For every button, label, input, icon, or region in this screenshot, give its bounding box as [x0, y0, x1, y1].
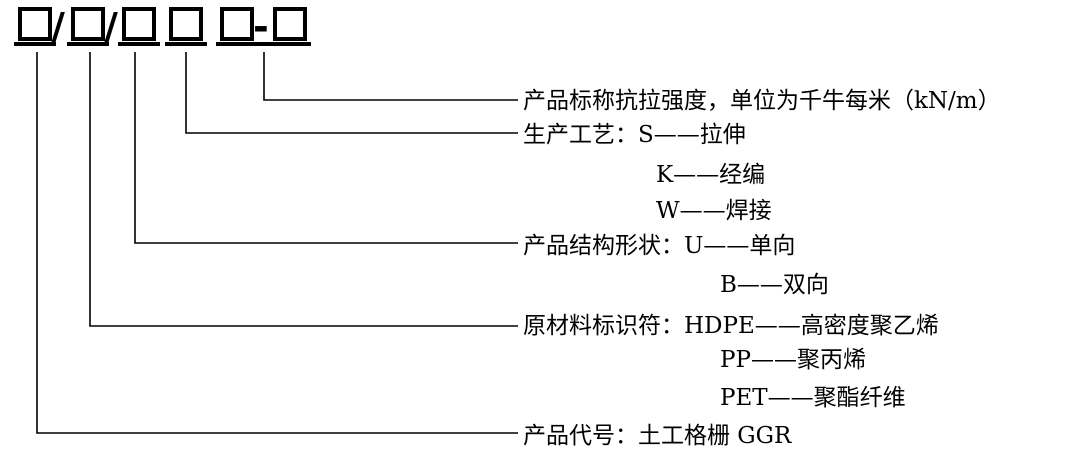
item-material-option: PET——聚酯纤维	[720, 385, 906, 411]
item-structure-option: B——双向	[720, 272, 829, 298]
code-template: / / -	[14, 5, 311, 49]
code-slash-2: /	[104, 5, 118, 49]
item-strength-label: 产品标称抗拉强度，单位为千牛每米（kN/m）	[523, 88, 1001, 114]
item-structure-label: 产品结构形状：U——单向	[523, 233, 795, 259]
item-material-option: PP——聚丙烯	[720, 347, 866, 373]
leader-process	[185, 52, 518, 134]
leader-strength	[263, 52, 518, 101]
code-box-product-code	[18, 7, 52, 41]
item-process-option: W——焊接	[656, 198, 772, 224]
leader-raw-material	[89, 52, 518, 327]
code-dash: -	[253, 5, 269, 49]
item-process-option: K——经编	[656, 162, 765, 188]
code-box-structure-shape	[122, 7, 156, 41]
code-slash-1: /	[51, 5, 65, 49]
item-process-label: 生产工艺：S——拉伸	[523, 122, 746, 148]
code-box-strength-2	[273, 7, 307, 41]
leader-lines	[36, 52, 518, 434]
item-material-label: 原材料标识符：HDPE——高密度聚乙烯	[523, 313, 939, 339]
item-product-code-label: 产品代号：土工格栅 GGR	[523, 423, 792, 449]
code-box-process	[169, 7, 203, 41]
leader-product-code	[36, 52, 518, 434]
code-box-raw-material	[71, 7, 105, 41]
code-box-strength-1	[220, 7, 254, 41]
leader-structure-shape	[134, 52, 518, 244]
descriptions: 产品标称抗拉强度，单位为千牛每米（kN/m） 生产工艺：S——拉伸 K——经编 …	[523, 88, 1001, 449]
